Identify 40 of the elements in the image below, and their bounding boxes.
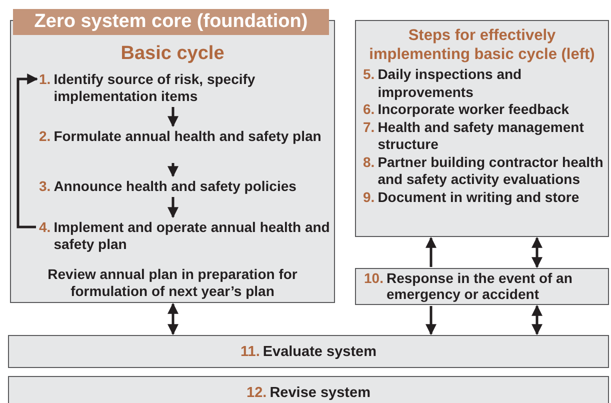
step-number: 4.	[39, 219, 51, 237]
note-text: Review annual plan in preparation for formulation of next year’s plan	[46, 266, 298, 300]
step-text: Evaluate system	[262, 344, 376, 361]
arrow	[168, 107, 178, 128]
step-text: Health and safety management structure	[378, 118, 585, 154]
step-number: 8.	[363, 154, 375, 172]
process-box	[355, 268, 609, 305]
arrow	[168, 302, 178, 336]
step-number: 3.	[39, 178, 51, 195]
arrow	[532, 236, 542, 268]
step-number: 11.	[240, 344, 260, 361]
arrow	[16, 74, 38, 228]
step-number: 10.	[364, 270, 384, 288]
arrow	[426, 236, 436, 267]
step-number: 5.	[363, 66, 375, 84]
step-text: Incorporate worker feedback	[378, 101, 570, 118]
arrow	[532, 304, 542, 336]
step-number: 1.	[39, 71, 51, 89]
step-text: Document in writing and store	[378, 188, 580, 206]
arrow	[168, 163, 178, 178]
arrow	[168, 197, 178, 218]
step-text: Announce health and safety policies	[54, 178, 296, 195]
panel-heading: Zero system core (foundation)	[13, 9, 329, 35]
step-number: 12.	[246, 385, 267, 402]
step-text: Response in the event of an emergency or accident	[386, 270, 574, 302]
panel-heading: Steps for effectively implementing basic cycle (left)	[368, 26, 596, 64]
step-text: Revise system	[270, 385, 370, 402]
step-text: Partner building contractor health and safety activity evaluations	[378, 154, 604, 188]
step-text: Daily inspections and improvements	[378, 66, 523, 101]
step-text: Implement and operate annual health and safety plan	[54, 219, 331, 253]
arrow	[426, 306, 436, 336]
step-number: 7.	[363, 118, 375, 136]
step-text: Identify source of risk, specify implementation items	[54, 71, 256, 105]
panel	[355, 20, 609, 237]
step-number: 9.	[363, 188, 375, 206]
step-text: Formulate annual health and safety plan	[54, 128, 322, 145]
step-number: 6.	[363, 101, 375, 118]
process-bar	[8, 335, 609, 368]
step-number: 2.	[39, 128, 51, 145]
section-title: Basic cycle	[120, 43, 226, 65]
